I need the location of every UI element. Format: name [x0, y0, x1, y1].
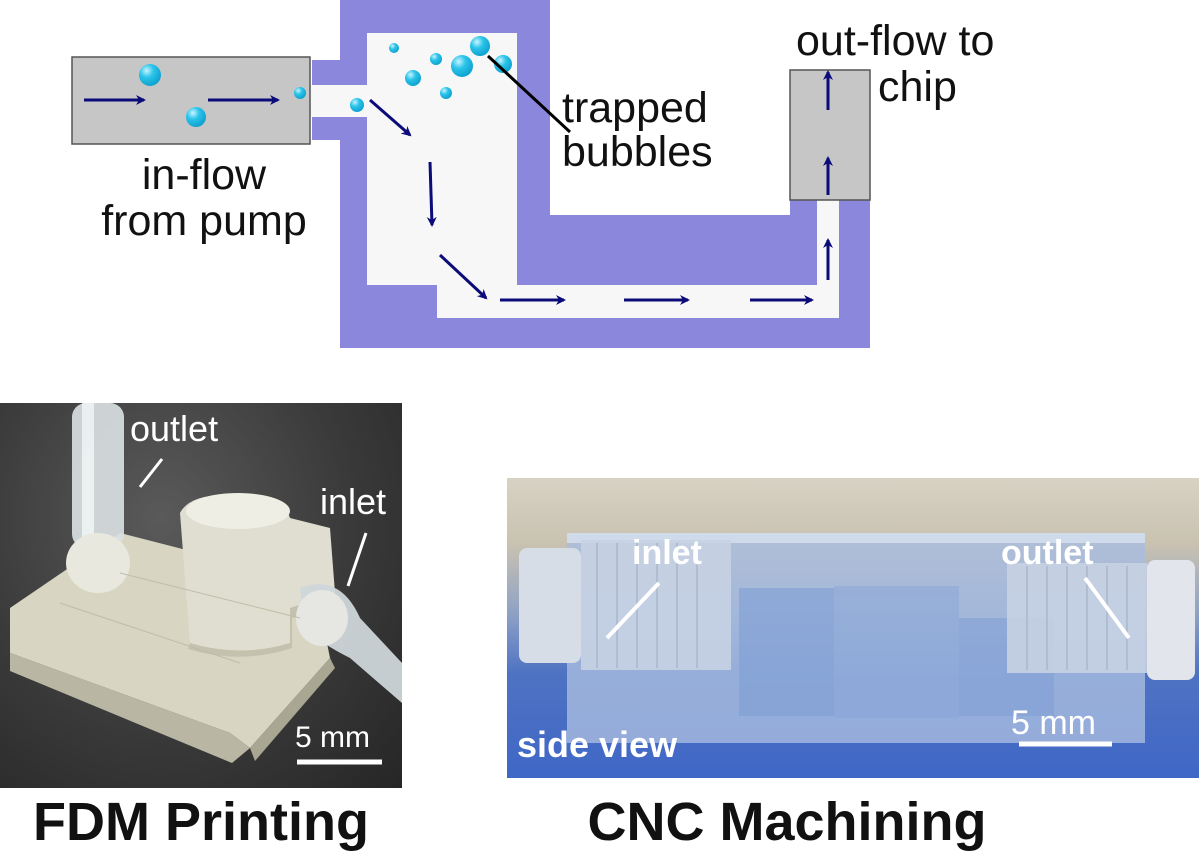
bubble — [139, 64, 161, 86]
outflow-label-line1: out-flow to — [770, 18, 1070, 64]
inflow-label-line2: from pump — [70, 198, 338, 244]
cnc-caption: CNC Machining — [507, 792, 1067, 852]
bubble — [430, 53, 442, 65]
bubble — [186, 107, 206, 127]
fdm-inlet-label: inlet — [320, 481, 386, 523]
fdm-outlet-leader — [140, 459, 162, 487]
bubble — [389, 43, 399, 53]
fdm-inlet-leader — [348, 533, 366, 586]
cnc-scale-label: 5 mm — [1011, 704, 1096, 743]
trapped-bubbles-label: trapped bubbles — [562, 86, 762, 174]
outflow-label-line2: chip — [770, 64, 1070, 110]
inflow-label-line1: in-flow — [70, 152, 338, 198]
bubble — [405, 70, 421, 86]
bubble — [294, 87, 306, 99]
cnc-inlet-fitting — [519, 548, 581, 663]
trapped-label-line2: bubbles — [562, 130, 762, 174]
fdm-scale-label: 5 mm — [295, 721, 370, 755]
cnc-outlet-label: outlet — [1001, 534, 1094, 573]
bubble — [451, 55, 473, 77]
fdm-outlet-label: outlet — [130, 408, 218, 450]
cnc-photo: inlet outlet 5 mm side view — [507, 478, 1199, 778]
fdm-photo: outlet inlet 5 mm — [0, 403, 402, 788]
bubble — [440, 87, 452, 99]
bubble — [470, 36, 490, 56]
cnc-view-label: side view — [517, 724, 677, 766]
fdm-outlet-tube — [72, 403, 124, 548]
inflow-label: in-flow from pump — [70, 152, 338, 244]
trapped-label-line1: trapped — [562, 86, 762, 130]
fdm-caption: FDM Printing — [0, 792, 402, 852]
bubble — [350, 98, 364, 112]
outflow-label: out-flow to chip — [770, 18, 1070, 110]
flow-arrow — [430, 162, 432, 225]
cnc-inlet-label: inlet — [632, 534, 702, 573]
